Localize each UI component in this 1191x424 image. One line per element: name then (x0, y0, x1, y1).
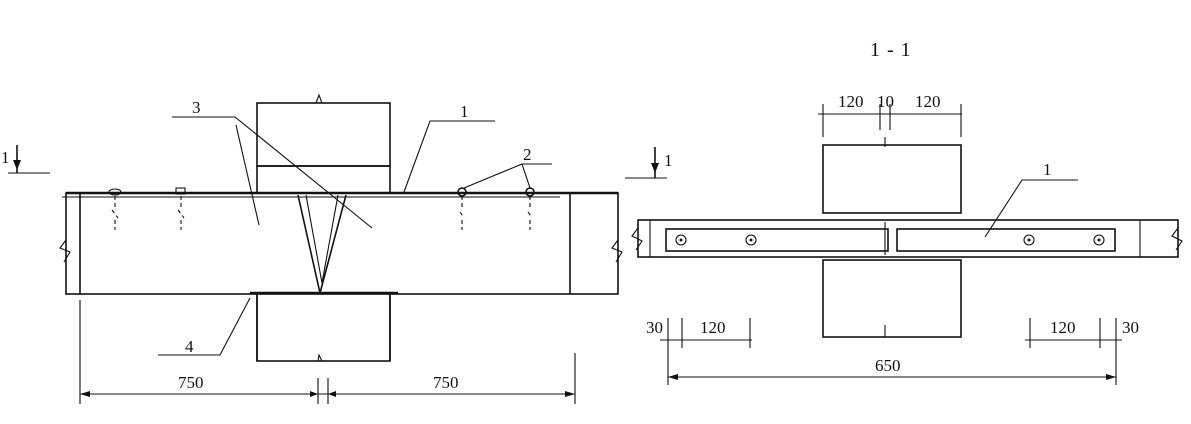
leader-4 (158, 297, 251, 356)
section-mark-label: 1 (1, 148, 10, 167)
section-leader-1 (984, 179, 1078, 238)
section-break-left (631, 227, 643, 251)
section-mark-left: 1 (1, 145, 50, 174)
wall-lower-hatched (256, 292, 391, 362)
section-break-right (1171, 227, 1183, 251)
dim-bottom-120-left: 120 (700, 318, 726, 337)
dimension-bottom: 30 120 120 30 650 (646, 318, 1139, 385)
leader-2b (463, 163, 523, 189)
section-wall-upper (822, 144, 962, 214)
leader-2a (521, 163, 552, 189)
v-strut (297, 194, 347, 294)
section-callout-1: 1 (1043, 160, 1052, 179)
leader-3 (172, 116, 373, 229)
dim-top-10: 10 (877, 92, 894, 111)
dim-overall-650: 650 (875, 356, 901, 375)
callout-3: 3 (192, 98, 201, 117)
dim-bottom-30-left: 30 (646, 318, 663, 337)
leader-1 (403, 120, 495, 193)
wall-bottom-mark (317, 353, 323, 362)
anchor-bolts (108, 187, 535, 230)
wall-top-mark (315, 93, 323, 104)
dim-left-750: 750 (178, 373, 204, 392)
section-mark-right: 1 (625, 147, 673, 179)
bolt-1 (108, 188, 122, 230)
dim-right-750: 750 (433, 373, 459, 392)
callout-1: 1 (460, 102, 469, 121)
section-wall-lower (822, 259, 962, 338)
v-strut-inner (305, 194, 339, 284)
plate-bolts (675, 234, 1105, 246)
section-view: 1 - 1 1 1 (625, 39, 1183, 385)
bolt-2 (175, 187, 186, 230)
elevation-view: 1 3 1 2 4 750 750 (1, 93, 623, 404)
bolt-3 (457, 187, 467, 230)
tie-plate-left (665, 228, 889, 252)
dimension-top: 120 10 120 (818, 92, 962, 137)
break-right (611, 239, 623, 263)
dim-top-120-right: 120 (915, 92, 941, 111)
dim-bottom-120-right: 120 (1050, 318, 1076, 337)
dim-bottom-30-right: 30 (1122, 318, 1139, 337)
section-mark-label-right: 1 (664, 151, 673, 170)
break-left (59, 239, 71, 263)
dimension-elevation: 750 750 (79, 300, 576, 404)
callout-4: 4 (185, 337, 194, 356)
leader-3b (235, 124, 260, 226)
wall-upper-hatched (256, 102, 391, 167)
tie-plate-right (896, 228, 1116, 252)
section-title: 1 - 1 (870, 39, 912, 61)
callout-2: 2 (523, 145, 532, 164)
dim-top-120-left: 120 (838, 92, 864, 111)
